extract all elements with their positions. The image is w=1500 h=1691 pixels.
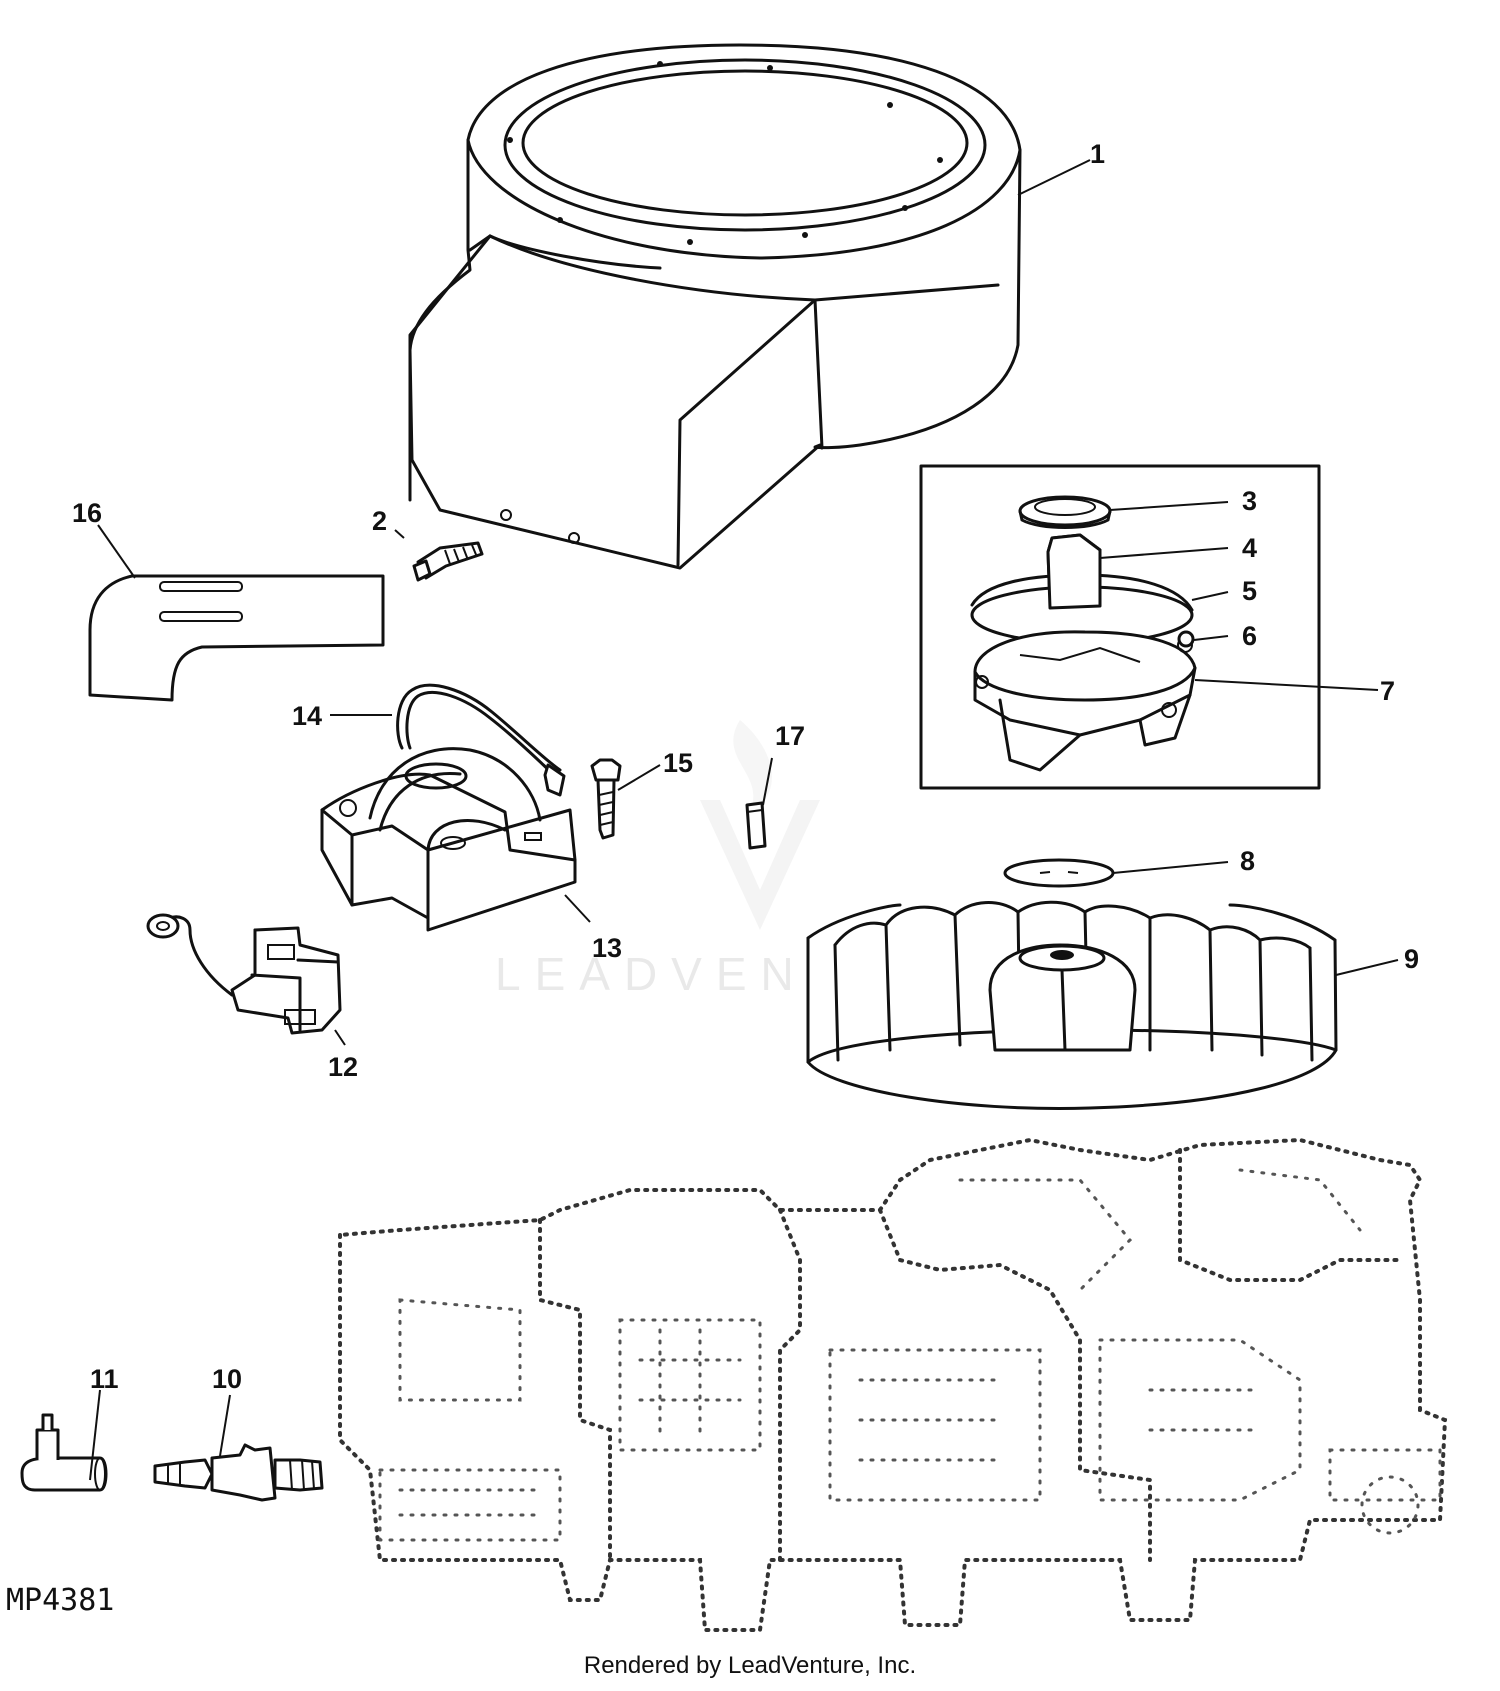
callout-6: 6 — [1242, 621, 1257, 651]
part-shield — [88, 574, 385, 702]
callout-9: 9 — [1404, 944, 1419, 974]
callout-17: 17 — [775, 721, 805, 751]
callout-labels: 1 2 3 4 5 6 7 8 9 10 11 12 13 14 15 16 1… — [72, 139, 1419, 1394]
callout-3: 3 — [1242, 486, 1257, 516]
part-tee-fitting — [20, 1413, 108, 1492]
part-starter-assembly-box — [919, 464, 1321, 790]
part-bolt — [590, 758, 622, 840]
part-flywheel — [806, 900, 1338, 1110]
diagram-code: MP4381 — [6, 1583, 115, 1618]
part-blower-housing — [408, 43, 1022, 570]
engine-block-outline — [338, 1137, 1448, 1632]
callout-7: 7 — [1380, 676, 1395, 706]
callout-4: 4 — [1242, 533, 1257, 563]
callout-13: 13 — [592, 933, 622, 963]
callout-15: 15 — [663, 748, 693, 778]
callout-12: 12 — [328, 1052, 358, 1082]
watermark-logo — [700, 720, 820, 930]
callout-11: 11 — [90, 1364, 119, 1394]
part-pressure-switch — [153, 1443, 324, 1502]
leader-lines — [89, 159, 1399, 1481]
callout-1: 1 — [1090, 139, 1105, 169]
callout-5: 5 — [1242, 576, 1257, 606]
part-key — [745, 801, 767, 850]
footer-credit: Rendered by LeadVenture, Inc. — [583, 1652, 917, 1679]
part-screw — [412, 541, 484, 582]
part-ignition-module — [320, 683, 577, 932]
callout-10: 10 — [212, 1364, 242, 1394]
part-kill-switch — [146, 913, 342, 1035]
part-washer — [1003, 858, 1115, 888]
callout-8: 8 — [1240, 846, 1255, 876]
callout-14: 14 — [292, 701, 322, 731]
callout-2: 2 — [372, 506, 387, 536]
callout-16: 16 — [72, 498, 102, 528]
